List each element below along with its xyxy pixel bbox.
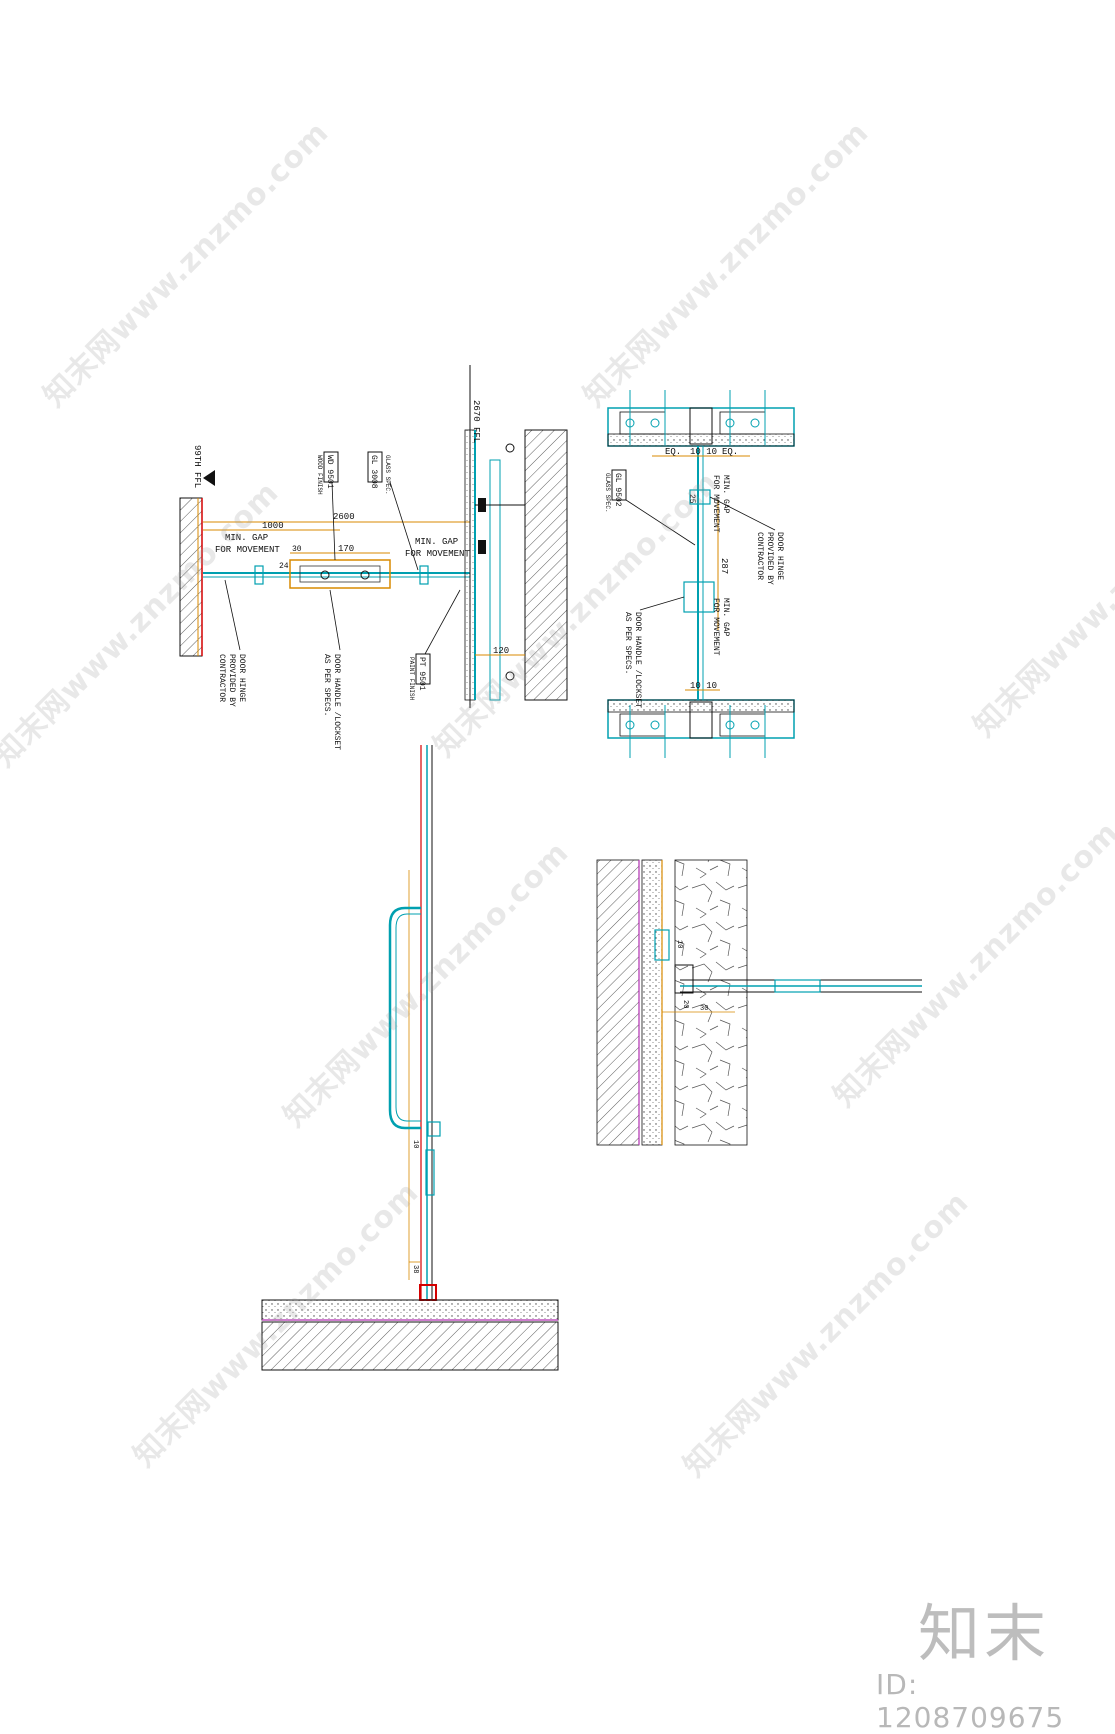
plan-dim-overall: 2600 (333, 512, 355, 522)
svg-text:WD 9501: WD 9501 (325, 455, 334, 489)
svg-text:PROVIDED BY: PROVIDED BY (765, 532, 774, 585)
plan-gap-left-1: MIN. GAP (225, 533, 268, 543)
svg-text:GLASS SPEC.: GLASS SPEC. (604, 473, 611, 513)
svg-text:GLASS SPEC.: GLASS SPEC. (384, 455, 391, 495)
plan-tag-glass (367, 451, 383, 483)
plan-gap-right-2: FOR MOVEMENT (405, 549, 470, 559)
plan-level-left: 99TH FFL (192, 445, 202, 488)
plan-gap-left-2: FOR MOVEMENT (215, 545, 280, 555)
plan-dim-small-b: 24 (279, 562, 289, 571)
plan-view: 99TH FFL 2600 1000 170 30 24 MIN. GAP FO… (179, 365, 568, 750)
elevation-floor-shoe (419, 1284, 437, 1301)
plan-right-wall (524, 429, 568, 701)
svg-text:GL 3008: GL 3008 (369, 455, 378, 489)
detail-dim-b: 20 (681, 1000, 689, 1008)
svg-text:CONTRACTOR: CONTRACTOR (755, 532, 764, 580)
svg-text:CONTRACTOR: CONTRACTOR (217, 654, 226, 702)
plan-hinge-right (419, 565, 429, 585)
section-dim-mid: 10 10 (690, 447, 717, 457)
detail-dim-c: 30 (700, 1005, 708, 1013)
svg-text:WOOD FINISH: WOOD FINISH (316, 455, 323, 495)
section-dim-vertical: 287 (719, 558, 729, 574)
svg-text:AS PER SPECS.: AS PER SPECS. (322, 654, 331, 716)
plan-right-wall-board (464, 429, 476, 701)
detail-stone-cladding (674, 859, 748, 1146)
plan-handle (289, 559, 391, 589)
detail-wall-hatch (596, 859, 640, 1146)
plan-dim-bottom: 120 (493, 646, 509, 656)
section-callout-handle-1: DOOR HANDLE /LOCKSET (633, 612, 642, 708)
section-gap-bottom-1: MIN. GAP (721, 598, 730, 637)
section-gap-top-1: MIN. GAP (721, 475, 730, 514)
plan-dim-small-a: 30 (292, 545, 302, 554)
elevation-view: 38 10 (261, 745, 559, 1371)
elevation-dim-mid: 10 (411, 1140, 419, 1148)
plan-dim-left: 1000 (262, 521, 284, 531)
plan-level-right: 2670 FFL (471, 400, 481, 443)
section-dim-left: EQ. (665, 447, 681, 457)
svg-text:FOR MOVEMENT: FOR MOVEMENT (711, 475, 720, 533)
section-dim-right: EQ. (722, 447, 738, 457)
svg-text:AS PER SPECS.: AS PER SPECS. (623, 612, 632, 674)
plan-gap-right-1: MIN. GAP (415, 537, 458, 547)
svg-text:PAINT FINISH: PAINT FINISH (408, 657, 415, 701)
plan-level-marker-left (203, 470, 215, 486)
section-dim-bottom: 10 10 (690, 681, 717, 691)
detail-dim-a: 10 (675, 940, 683, 948)
detail-view: 10 20 30 (596, 859, 922, 1146)
plan-dim-handle: 170 (338, 544, 354, 554)
plan-callout-handle-1: DOOR HANDLE /LOCKSET (332, 654, 341, 750)
section-callout-hinge-1: DOOR HINGE (775, 532, 784, 580)
plan-tag-wood (323, 451, 339, 483)
elevation-pull-handle (388, 906, 421, 1130)
section-dim-small: 25 (687, 494, 696, 504)
svg-text:PROVIDED BY: PROVIDED BY (227, 654, 236, 707)
svg-text:PT 9501: PT 9501 (417, 657, 426, 691)
section-view: EQ. 10 10 EQ. 10 10 287 25 GL 9502 GLASS… (604, 390, 795, 758)
plan-tag-paint (415, 653, 431, 685)
plan-callout-hinge-1: DOOR HINGE (237, 654, 246, 702)
brand-logo: 知末 (918, 1597, 1051, 1670)
svg-text:FOR MOVEMENT: FOR MOVEMENT (711, 598, 720, 656)
elevation-floor-slab (261, 1321, 559, 1371)
elevation-dim-bottom: 38 (411, 1265, 419, 1273)
detail-channel (654, 929, 670, 961)
section-tag-glass (611, 469, 627, 501)
plan-hinge-left (254, 565, 264, 585)
brand-id-label: ID: 1208709675 (876, 1668, 1065, 1734)
svg-text:GL 9502: GL 9502 (613, 473, 622, 507)
